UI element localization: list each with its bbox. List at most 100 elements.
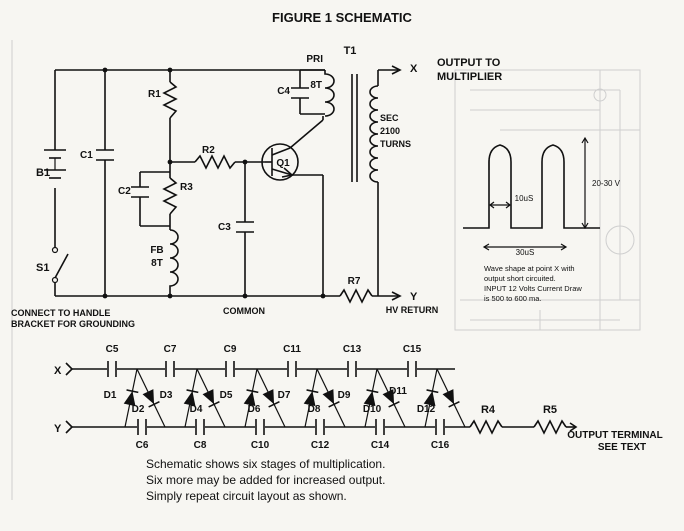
- transistor-collector: [271, 147, 291, 156]
- diode-d1-bar: [126, 389, 139, 394]
- label-bracket: BRACKET FOR GROUNDING: [11, 319, 135, 329]
- cap-label-c6: C6: [136, 440, 149, 451]
- label-r3: R3: [180, 182, 193, 193]
- cap-label-c14: C14: [371, 440, 390, 451]
- feedback-coil: [169, 229, 179, 288]
- label-c2: C2: [118, 186, 131, 197]
- diode-label-d8: D8: [308, 404, 321, 415]
- schematic-note: Schematic shows six stages of multiplica…: [146, 457, 385, 471]
- diode-d6: [262, 389, 275, 405]
- resistor-r2: [194, 154, 236, 170]
- cap-label-c11: C11: [283, 344, 301, 355]
- diode-label-d10: D10: [363, 404, 382, 415]
- resistor-r7: [339, 288, 373, 304]
- diode-label-d9: D9: [338, 390, 351, 401]
- diode-label-d3: D3: [160, 390, 173, 401]
- capacitor-c16-gap: [435, 419, 445, 435]
- diode-d8: [322, 389, 335, 405]
- label-pri-turns: 8T: [310, 80, 322, 91]
- r4-label: R4: [481, 404, 496, 416]
- label-c1: C1: [80, 150, 93, 161]
- capacitor-c7-gap: [165, 361, 175, 377]
- label-q1: Q1: [276, 158, 290, 169]
- dimension-arrow: [489, 201, 495, 209]
- label-c4: C4: [277, 86, 290, 97]
- diode-label-d7: D7: [278, 390, 291, 401]
- label-c3: C3: [218, 222, 231, 233]
- capacitor-c6-gap: [137, 419, 147, 435]
- schematic-note: Simply repeat circuit layout as shown.: [146, 489, 347, 503]
- junction-dot: [242, 159, 248, 165]
- schematic-note: Six more may be added for increased outp…: [146, 473, 385, 487]
- cap-label-c15: C15: [403, 344, 422, 355]
- wave-period: 30uS: [516, 248, 535, 257]
- junction-dot: [167, 67, 173, 73]
- label-x: X: [410, 63, 418, 75]
- diode-d10-bar: [388, 400, 400, 408]
- diode-d1: [123, 391, 136, 407]
- cap-label-c10: C10: [251, 440, 270, 451]
- diode-label-d6: D6: [248, 404, 261, 415]
- label-b1: B1: [36, 167, 50, 179]
- label-fb-turns: 8T: [151, 258, 163, 269]
- label-r1: R1: [148, 89, 161, 100]
- figure-title: FIGURE 1 SCHEMATIC: [272, 10, 412, 25]
- transistor-emitter: [271, 168, 293, 176]
- ghost-pad: [593, 88, 607, 102]
- wave-note-line: Wave shape at point X with: [484, 264, 575, 273]
- wave-amplitude: 20-30 V: [592, 179, 621, 188]
- diode-label-d1: D1: [104, 390, 117, 401]
- label-y: Y: [410, 291, 418, 303]
- diode-d3: [183, 391, 196, 407]
- cap-label-c9: C9: [224, 344, 237, 355]
- diode-d2: [142, 389, 155, 405]
- resistor-r3: [162, 177, 178, 215]
- resistor-r5: [533, 419, 567, 435]
- wave-pulse-width: 10uS: [515, 194, 534, 203]
- capacitor-c8-gap: [195, 419, 205, 435]
- label-common: COMMON: [223, 306, 265, 316]
- junction-dot: [320, 293, 326, 299]
- label-connect: CONNECT TO HANDLE: [11, 308, 110, 318]
- ghost-pad: [605, 225, 635, 255]
- diode-label-d4: D4: [190, 404, 203, 415]
- label-sec: SEC: [380, 113, 399, 123]
- switch-lever: [54, 253, 69, 279]
- label-pri: PRI: [306, 54, 323, 65]
- diode-d8-bar: [328, 400, 340, 408]
- secondary-coil: [369, 85, 379, 183]
- y-input-chevron: [65, 420, 74, 434]
- diode-d2-bar: [148, 400, 160, 408]
- diode-d5-bar: [246, 389, 259, 394]
- label-sec-turns: 2100: [380, 126, 400, 136]
- circuit-components: [44, 70, 379, 304]
- multiplier-y-label: Y: [54, 423, 62, 435]
- resistor-r4: [469, 419, 503, 435]
- cap-label-c8: C8: [194, 440, 207, 451]
- diode-d9: [363, 391, 376, 407]
- see-text-label: SEE TEXT: [598, 442, 646, 453]
- multiplier-x-label: X: [54, 365, 62, 377]
- switch-contact: [51, 246, 59, 254]
- q1-collector-lead: [289, 119, 324, 149]
- dimension-arrow: [560, 243, 568, 251]
- label-t1: T1: [344, 45, 357, 57]
- junction-dot: [167, 159, 173, 165]
- diode-label-d5: D5: [220, 390, 233, 401]
- diode-d10: [382, 389, 395, 405]
- diode-label-d2: D2: [132, 404, 145, 415]
- transistor-q1-body: [261, 143, 299, 181]
- cap-label-c7: C7: [164, 344, 177, 355]
- waveform-diagram: [463, 136, 600, 251]
- junction-dot: [167, 293, 173, 299]
- circuit-wiring: [54, 65, 402, 301]
- wave-note-line: is 500 to 600 ma.: [484, 294, 542, 303]
- transistor-emitter-arrow: [281, 167, 294, 178]
- diode-d5: [243, 391, 256, 407]
- label-r7: R7: [348, 276, 361, 287]
- cap-label-c13: C13: [343, 344, 362, 355]
- label-hv-return: HV RETURN: [386, 305, 439, 315]
- capacitor-c11-gap: [287, 361, 297, 377]
- cap-label-c12: C12: [311, 440, 330, 451]
- label-fb: FB: [150, 245, 163, 256]
